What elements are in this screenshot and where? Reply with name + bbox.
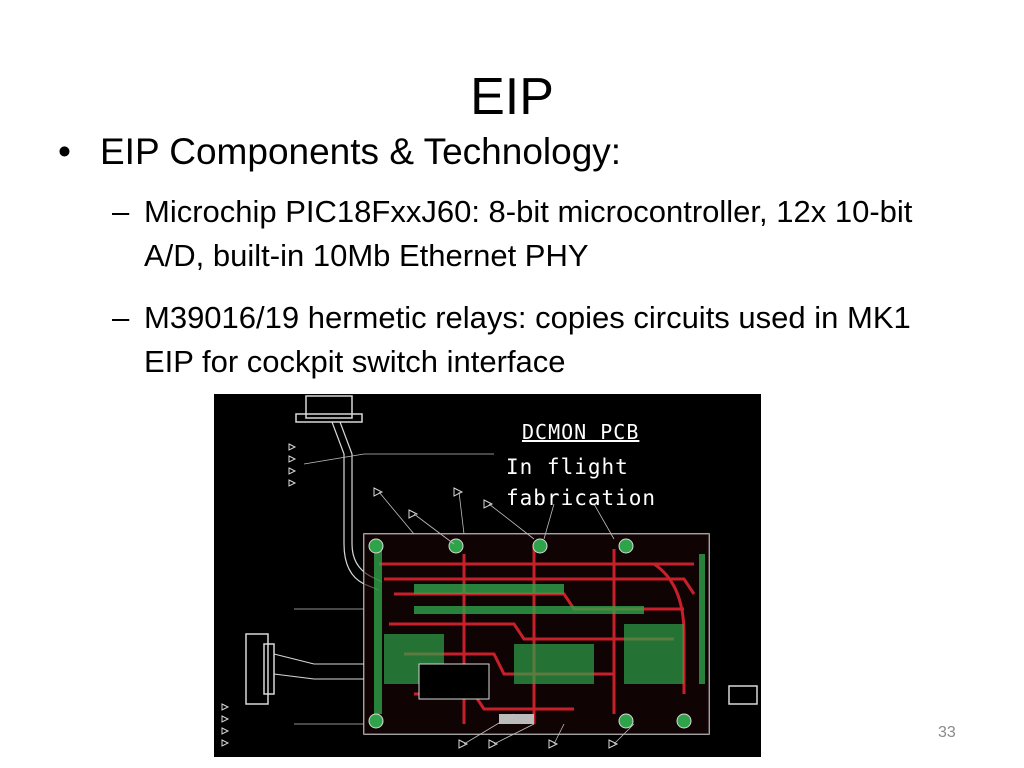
triangle-marker <box>288 443 297 487</box>
pcb-image-caption: In flight fabrication <box>506 455 657 510</box>
trace <box>389 622 674 641</box>
mounting-hole <box>448 538 464 554</box>
pad-block <box>514 644 594 684</box>
subbullet-dash: – <box>112 300 130 335</box>
dimension-line <box>294 608 364 725</box>
connector-left-flange <box>263 643 275 695</box>
leader-line <box>463 713 635 745</box>
mounting-hole <box>532 538 548 554</box>
triangle-markers <box>221 443 619 749</box>
label-block <box>499 714 534 724</box>
subbullet-text: M39016/19 hermetic relays: copies circui… <box>144 300 911 379</box>
subbullet-text: Microchip PIC18FxxJ60: 8-bit microcontro… <box>144 194 913 273</box>
slide-title: EIP <box>470 68 554 126</box>
dimension-line <box>303 453 494 465</box>
connector-top-flange <box>295 413 363 423</box>
pad-row <box>414 606 644 614</box>
pad-row <box>414 584 564 594</box>
mounting-hole <box>618 538 634 554</box>
mounting-hole <box>676 713 692 729</box>
cable-left <box>273 653 364 680</box>
pcb-layout-image: DCMON PCB In flight fabrication <box>214 394 761 757</box>
pcb-image-title: DCMON PCB <box>522 420 640 444</box>
pcb-drawing <box>221 395 758 749</box>
connector-top <box>305 395 353 419</box>
mounting-hole <box>368 538 384 554</box>
mounting-hole <box>368 713 384 729</box>
bullet-dot: • <box>58 131 71 172</box>
pads <box>374 544 705 714</box>
connector-left <box>245 633 269 705</box>
pad-block <box>624 624 684 684</box>
triangle-marker <box>458 739 619 749</box>
cable-line <box>331 421 380 591</box>
pad-column <box>699 554 705 684</box>
bullet-text: EIP Components & Technology: <box>100 131 622 172</box>
page-number: 33 <box>938 724 956 741</box>
trace <box>384 577 696 595</box>
pad-column <box>374 544 382 714</box>
connector-right <box>728 685 758 705</box>
leader-line <box>378 491 615 545</box>
triangle-marker <box>373 487 494 519</box>
triangle-marker <box>221 703 230 747</box>
mounting-holes <box>368 538 692 729</box>
callouts <box>294 453 635 745</box>
subbullet-dash: – <box>112 194 130 229</box>
mounting-hole <box>618 713 634 729</box>
chip <box>418 663 490 700</box>
